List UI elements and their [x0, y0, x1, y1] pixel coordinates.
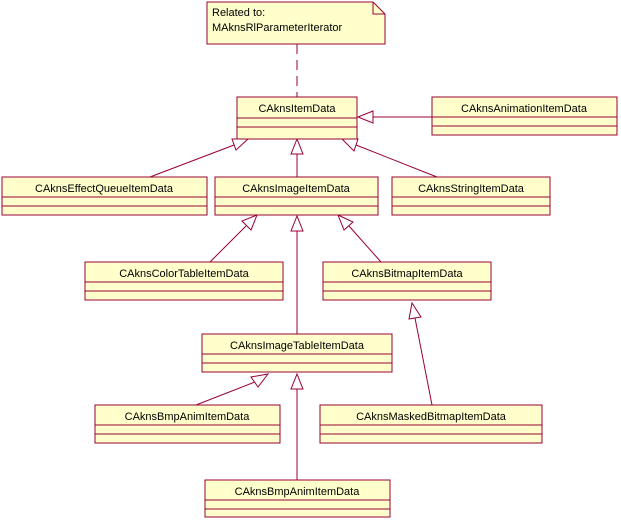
edge-bitmap-to-image — [348, 225, 382, 263]
generalization-arrow — [290, 214, 304, 232]
class-name: CAknsBmpAnimItemData — [125, 411, 251, 423]
relationships — [149, 44, 438, 480]
generalization-arrow — [408, 301, 422, 320]
generalization-arrow — [250, 373, 270, 388]
note-line-1: Related to: — [212, 7, 265, 19]
class-name: CAknsEffectQueueItemData — [35, 183, 174, 195]
class-item-data[interactable]: CAknsItemData — [236, 96, 358, 140]
edge-bmpanim1-to-imagetable — [195, 381, 256, 406]
class-bmp-anim-item-data-1[interactable]: CAknsBmpAnimItemData — [94, 404, 281, 444]
class-effect-queue-item-data[interactable]: CAknsEffectQueueItemData — [1, 176, 208, 216]
edge-string-to-itemdata — [355, 144, 438, 178]
generalization-arrow — [231, 138, 250, 151]
edge-colortable-to-image — [209, 225, 247, 263]
class-animation-item-data[interactable]: CAknsAnimationItemData — [431, 96, 618, 136]
class-string-item-data[interactable]: CAknsStringItemData — [391, 176, 551, 216]
class-name: CAknsAnimationItemData — [461, 103, 588, 115]
class-name: CAknsMaskedBitmapItemData — [356, 411, 507, 423]
class-name: CAknsImageItemData — [242, 183, 350, 195]
generalization-arrow — [337, 214, 354, 231]
edge-maskedbitmap-to-bitmap — [414, 317, 433, 406]
class-name: CAknsColorTableItemData — [119, 268, 249, 280]
generalization-arrow — [356, 110, 374, 124]
generalization-arrow — [290, 372, 304, 390]
generalization-arrow — [340, 138, 359, 152]
class-bitmap-item-data[interactable]: CAknsBitmapItemData — [322, 261, 492, 301]
class-name: CAknsBmpAnimItemData — [235, 486, 361, 498]
class-bmp-anim-item-data-2[interactable]: CAknsBmpAnimItemData — [204, 479, 391, 518]
edge-effectqueue-to-itemdata — [149, 144, 235, 178]
class-image-item-data[interactable]: CAknsImageItemData — [214, 176, 379, 216]
note-box — [206, 1, 386, 45]
class-name: CAknsStringItemData — [418, 183, 525, 195]
class-name: CAknsBitmapItemData — [351, 268, 463, 280]
class-masked-bitmap-item-data[interactable]: CAknsMaskedBitmapItemData — [319, 404, 543, 444]
note: Related to: MAknsRlParameterIterator — [206, 1, 386, 45]
class-color-table-item-data[interactable]: CAknsColorTableItemData — [84, 261, 284, 301]
class-name: CAknsImageTableItemData — [230, 340, 365, 352]
note-fold — [372, 2, 385, 15]
generalization-arrow — [241, 214, 258, 231]
class-name: CAknsItemData — [258, 103, 336, 115]
note-line-2: MAknsRlParameterIterator — [212, 22, 343, 34]
generalization-arrow — [290, 137, 304, 155]
class-image-table-item-data[interactable]: CAknsImageTableItemData — [201, 333, 393, 373]
